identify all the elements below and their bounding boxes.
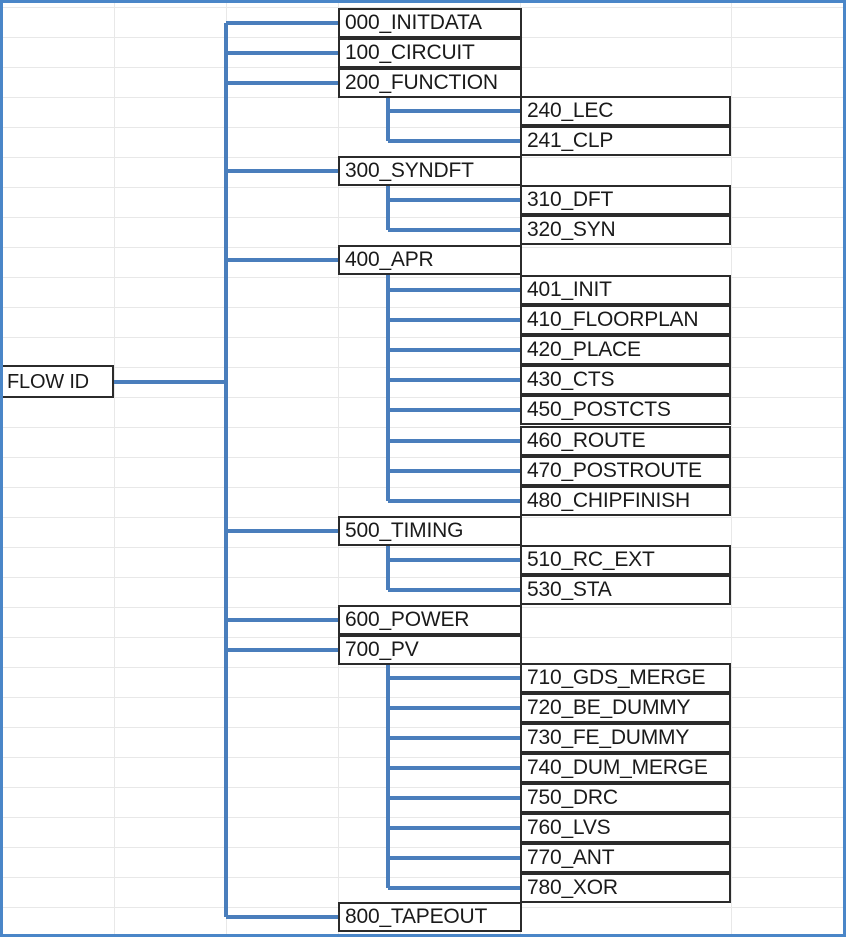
branch-line-level1 bbox=[226, 648, 338, 652]
flow-node-770_ant[interactable]: 770_ANT bbox=[520, 843, 731, 873]
flow-node-500_timing[interactable]: 500_TIMING bbox=[338, 516, 522, 546]
grid-column-line bbox=[114, 0, 115, 937]
branch-line-level1 bbox=[226, 618, 338, 622]
branch-line-level2 bbox=[388, 318, 520, 322]
branch-line-level2 bbox=[388, 588, 520, 592]
sub-trunk-line bbox=[386, 98, 390, 141]
grid-column-line bbox=[843, 0, 844, 937]
flow-node-310_dft[interactable]: 310_DFT bbox=[520, 185, 731, 215]
grid-row-line bbox=[0, 427, 846, 428]
branch-line-level2 bbox=[388, 736, 520, 740]
branch-line-level2 bbox=[388, 886, 520, 890]
branch-line-level2 bbox=[388, 558, 520, 562]
flow-node-400_apr[interactable]: 400_APR bbox=[338, 245, 522, 275]
flow-node-510_rc_ext[interactable]: 510_RC_EXT bbox=[520, 545, 731, 575]
flow-node-800_tapeout[interactable]: 800_TAPEOUT bbox=[338, 902, 522, 932]
flow-node-740_dum_merge[interactable]: 740_DUM_MERGE bbox=[520, 753, 731, 783]
branch-line-level2 bbox=[388, 348, 520, 352]
flow-node-420_place[interactable]: 420_PLACE bbox=[520, 335, 731, 365]
sub-trunk-line bbox=[386, 665, 390, 888]
sub-trunk-line bbox=[386, 186, 390, 230]
grid-row-line bbox=[0, 697, 846, 698]
flow-node-720_be_dummy[interactable]: 720_BE_DUMMY bbox=[520, 693, 731, 723]
grid-row-line bbox=[0, 757, 846, 758]
branch-line-level1 bbox=[226, 169, 338, 173]
flow-node-750_drc[interactable]: 750_DRC bbox=[520, 783, 731, 813]
branch-line-level2 bbox=[388, 676, 520, 680]
grid-row-line bbox=[0, 217, 846, 218]
grid-row-line bbox=[0, 667, 846, 668]
root-stem-line bbox=[114, 379, 226, 384]
grid-row-line bbox=[0, 307, 846, 308]
flow-node-760_lvs[interactable]: 760_LVS bbox=[520, 813, 731, 843]
flow-node-401_init[interactable]: 401_INIT bbox=[520, 275, 731, 305]
branch-line-level2 bbox=[388, 288, 520, 292]
branch-line-level1 bbox=[226, 21, 338, 25]
grid-row-line bbox=[0, 817, 846, 818]
flow-node-730_fe_dummy[interactable]: 730_FE_DUMMY bbox=[520, 723, 731, 753]
flow-node-470_postroute[interactable]: 470_POSTROUTE bbox=[520, 456, 731, 486]
branch-line-level1 bbox=[226, 529, 338, 533]
flow-node-241_clp[interactable]: 241_CLP bbox=[520, 126, 731, 156]
grid-row-line bbox=[0, 7, 846, 8]
main-trunk-line bbox=[224, 23, 228, 917]
branch-line-level2 bbox=[388, 826, 520, 830]
grid-row-line bbox=[0, 547, 846, 548]
branch-line-level2 bbox=[388, 706, 520, 710]
branch-line-level2 bbox=[388, 499, 520, 503]
branch-line-level2 bbox=[388, 378, 520, 382]
flow-node-240_lec[interactable]: 240_LEC bbox=[520, 96, 731, 126]
grid-row-line bbox=[0, 457, 846, 458]
branch-line-level1 bbox=[226, 51, 338, 55]
grid-row-line bbox=[0, 367, 846, 368]
flow-node-410_floorplan[interactable]: 410_FLOORPLAN bbox=[520, 305, 731, 335]
sub-trunk-line bbox=[386, 275, 390, 501]
grid-row-line bbox=[0, 727, 846, 728]
flow-node-300_syndft[interactable]: 300_SYNDFT bbox=[338, 156, 522, 186]
grid-row-line bbox=[0, 877, 846, 878]
flow-node-780_xor[interactable]: 780_XOR bbox=[520, 873, 731, 903]
branch-line-level2 bbox=[388, 228, 520, 232]
branch-line-level2 bbox=[388, 198, 520, 202]
grid-column-line bbox=[0, 0, 1, 937]
grid-row-line bbox=[0, 397, 846, 398]
branch-line-level2 bbox=[388, 408, 520, 412]
branch-line-level1 bbox=[226, 81, 338, 85]
branch-line-level2 bbox=[388, 796, 520, 800]
grid-row-line bbox=[0, 127, 846, 128]
flow-node-200_function[interactable]: 200_FUNCTION bbox=[338, 68, 522, 98]
branch-line-level2 bbox=[388, 856, 520, 860]
flow-node-600_power[interactable]: 600_POWER bbox=[338, 605, 522, 635]
flow-node-320_syn[interactable]: 320_SYN bbox=[520, 215, 731, 245]
grid-row-line bbox=[0, 577, 846, 578]
sub-trunk-line bbox=[386, 546, 390, 590]
flow-node-430_cts[interactable]: 430_CTS bbox=[520, 365, 731, 395]
branch-line-level2 bbox=[388, 439, 520, 443]
branch-line-level2 bbox=[388, 469, 520, 473]
grid-row-line bbox=[0, 847, 846, 848]
flow-node-460_route[interactable]: 460_ROUTE bbox=[520, 426, 731, 456]
grid-row-line bbox=[0, 787, 846, 788]
branch-line-level2 bbox=[388, 766, 520, 770]
branch-line-level2 bbox=[388, 109, 520, 113]
branch-line-level1 bbox=[226, 915, 338, 919]
flow-node-530_sta[interactable]: 530_STA bbox=[520, 575, 731, 605]
flow-root-node[interactable]: FLOW ID bbox=[0, 365, 114, 398]
grid-column-line bbox=[731, 0, 732, 937]
branch-line-level2 bbox=[388, 139, 520, 143]
branch-line-level1 bbox=[226, 258, 338, 262]
grid-row-line bbox=[0, 337, 846, 338]
flow-node-100_circuit[interactable]: 100_CIRCUIT bbox=[338, 38, 522, 68]
grid-row-line bbox=[0, 187, 846, 188]
flow-node-480_chipfinish[interactable]: 480_CHIPFINISH bbox=[520, 486, 731, 516]
grid-column-line bbox=[338, 0, 339, 937]
grid-row-line bbox=[0, 277, 846, 278]
flow-node-000_initdata[interactable]: 000_INITDATA bbox=[338, 8, 522, 38]
flow-node-450_postcts[interactable]: 450_POSTCTS bbox=[520, 395, 731, 425]
flow-node-710_gds_merge[interactable]: 710_GDS_MERGE bbox=[520, 663, 731, 693]
grid-row-line bbox=[0, 487, 846, 488]
flow-node-700_pv[interactable]: 700_PV bbox=[338, 635, 522, 665]
